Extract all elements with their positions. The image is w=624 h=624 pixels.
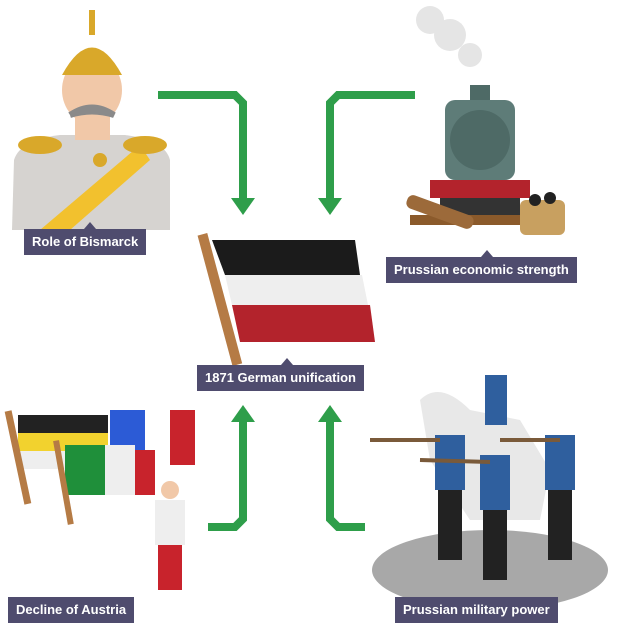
german-flag-illustration	[197, 233, 375, 367]
arrow-austria	[208, 420, 247, 531]
arrow-economic	[326, 91, 415, 200]
label-prussian-military-power: Prussian military power	[395, 597, 558, 623]
pointer-icon	[481, 250, 493, 257]
train-illustration	[406, 6, 565, 235]
arrows	[158, 91, 415, 531]
arrow-military	[326, 420, 365, 531]
label-text: Prussian military power	[403, 602, 550, 617]
label-decline-of-austria: Decline of Austria	[8, 597, 135, 623]
label-text: Decline of Austria	[16, 602, 127, 617]
bismarck-illustration	[12, 10, 170, 230]
label-text: Role of Bismarck	[32, 234, 139, 249]
arrowhead-icon	[231, 198, 255, 215]
austria-illustration	[4, 410, 195, 590]
pointer-icon	[84, 222, 96, 229]
label-prussian-economic-strength: Prussian economic strength	[386, 250, 577, 283]
arrowhead-icon	[318, 405, 342, 422]
military-illustration	[370, 375, 608, 610]
label-text: Prussian economic strength	[394, 262, 569, 277]
label-german-unification: 1871 German unification	[197, 358, 364, 391]
arrow-bismarck	[158, 91, 247, 200]
arrowhead-icon	[231, 405, 255, 422]
label-text: 1871 German unification	[205, 370, 356, 385]
label-role-of-bismarck: Role of Bismarck	[24, 222, 147, 255]
arrowhead-icon	[318, 198, 342, 215]
pointer-icon	[281, 358, 293, 365]
